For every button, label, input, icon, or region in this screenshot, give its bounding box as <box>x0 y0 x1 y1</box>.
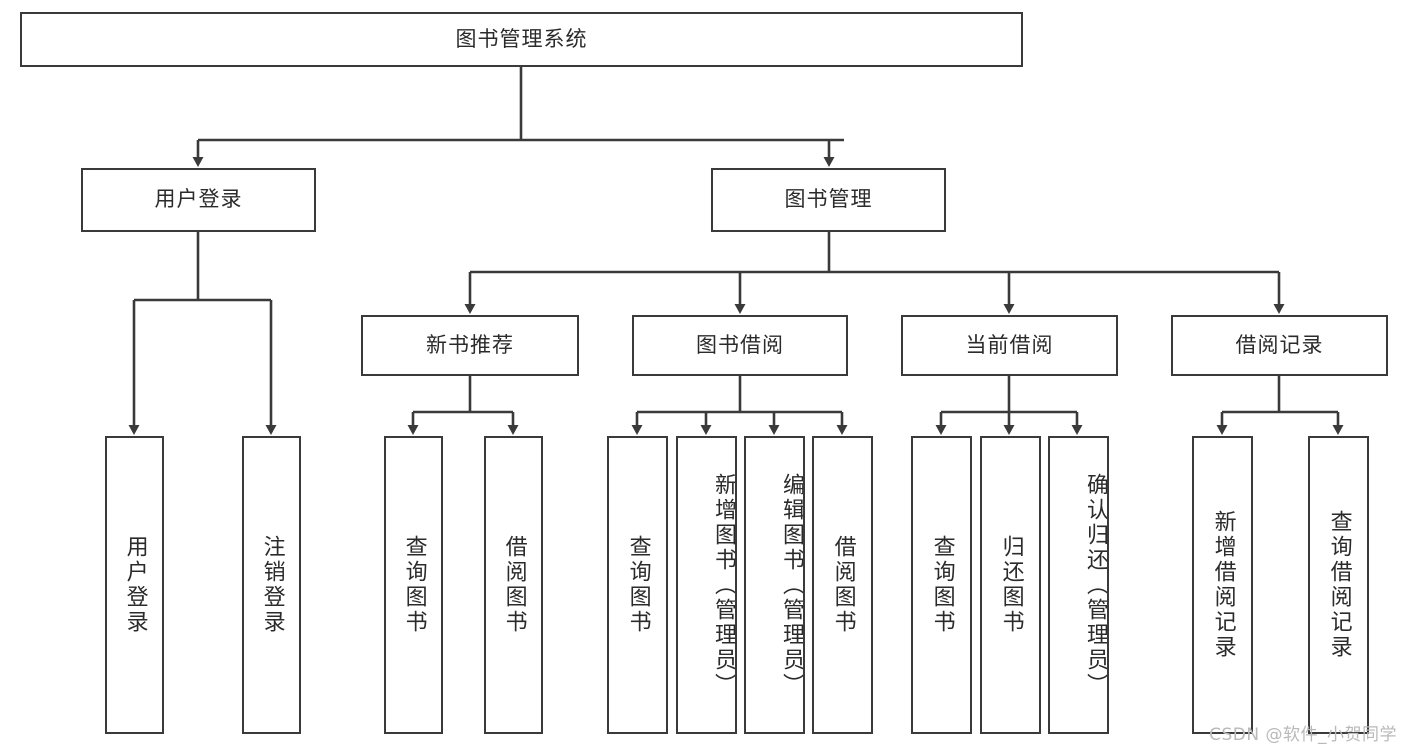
node-leaf-return-book-label: 归还图书 <box>998 535 1024 635</box>
node-leaf-borrow-book-1[interactable]: 借阅图书 <box>484 436 543 734</box>
node-leaf-query-book-2-label: 查询图书 <box>625 535 651 635</box>
node-leaf-query-book-3[interactable]: 查询图书 <box>911 436 972 734</box>
node-borrow-record-label: 借阅记录 <box>1235 332 1324 357</box>
node-leaf-borrow-book-1-label: 借阅图书 <box>501 535 527 635</box>
node-leaf-query-book-2[interactable]: 查询图书 <box>607 436 668 734</box>
node-book-manage-label: 图书管理 <box>784 187 873 212</box>
node-book-borrow[interactable]: 图书借阅 <box>632 315 848 376</box>
node-leaf-edit-book-label: 编辑图书（管理员） <box>779 472 804 698</box>
node-borrow-record[interactable]: 借阅记录 <box>1171 315 1388 376</box>
node-leaf-borrow-book-2-label: 借阅图书 <box>830 535 856 635</box>
node-leaf-query-book-1-label: 查询图书 <box>401 535 427 635</box>
node-user-login[interactable]: 用户登录 <box>81 168 316 232</box>
node-leaf-query-book-3-label: 查询图书 <box>929 535 955 635</box>
node-leaf-confirm-return[interactable]: 确认归还（管理员） <box>1048 436 1109 734</box>
node-new-book-rec[interactable]: 新书推荐 <box>361 315 579 376</box>
node-user-login-label: 用户登录 <box>154 187 243 212</box>
node-leaf-return-book[interactable]: 归还图书 <box>980 436 1041 734</box>
node-leaf-logout[interactable]: 注销登录 <box>242 436 301 734</box>
node-leaf-user-login[interactable]: 用户登录 <box>105 436 164 734</box>
node-leaf-query-record[interactable]: 查询借阅记录 <box>1308 436 1369 734</box>
node-current-borrow[interactable]: 当前借阅 <box>901 315 1118 376</box>
node-leaf-query-record-label: 查询借阅记录 <box>1326 510 1352 660</box>
node-leaf-borrow-book-2[interactable]: 借阅图书 <box>812 436 873 734</box>
node-new-book-rec-label: 新书推荐 <box>426 332 514 357</box>
node-leaf-add-book-label: 新增图书（管理员） <box>711 472 736 698</box>
node-leaf-query-book-1[interactable]: 查询图书 <box>384 436 443 734</box>
node-leaf-user-login-label: 用户登录 <box>122 535 148 635</box>
csdn-watermark: CSDN @软件_小贺同学 <box>1209 725 1397 745</box>
node-leaf-confirm-return-label: 确认归还（管理员） <box>1083 472 1108 698</box>
node-book-manage[interactable]: 图书管理 <box>711 168 946 232</box>
node-leaf-edit-book[interactable]: 编辑图书（管理员） <box>744 436 805 734</box>
node-root-label: 图书管理系统 <box>455 26 588 51</box>
node-leaf-add-record-label: 新增借阅记录 <box>1210 510 1236 660</box>
node-leaf-add-record[interactable]: 新增借阅记录 <box>1192 436 1253 734</box>
node-leaf-logout-label: 注销登录 <box>259 535 285 635</box>
node-leaf-add-book[interactable]: 新增图书（管理员） <box>676 436 737 734</box>
node-current-borrow-label: 当前借阅 <box>965 332 1054 357</box>
node-root[interactable]: 图书管理系统 <box>20 12 1023 67</box>
node-book-borrow-label: 图书借阅 <box>696 332 784 357</box>
